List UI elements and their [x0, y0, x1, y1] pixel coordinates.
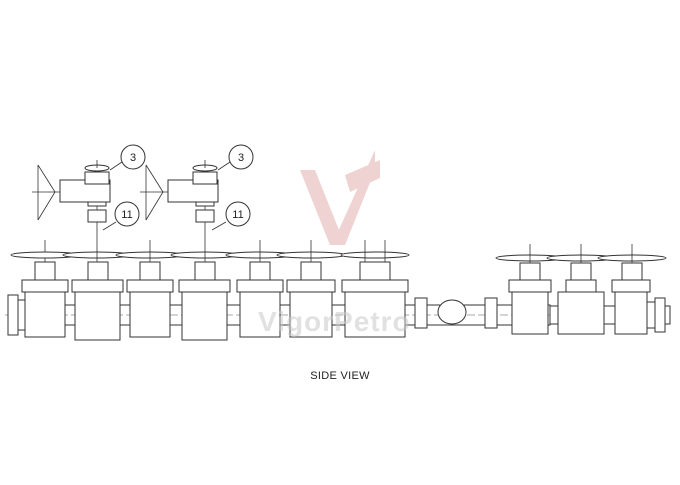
callout-number: 11 [232, 209, 243, 221]
pipe-spools [414, 297, 498, 329]
callout-balloon: 11 [211, 201, 251, 231]
callout-balloon: 11 [102, 201, 140, 231]
callout-balloon: 3 [217, 144, 254, 171]
gate-valve [495, 244, 565, 335]
gate-valve [597, 244, 667, 335]
gate-valve [32, 160, 132, 341]
gate-valve-group-left [10, 160, 410, 341]
callout-number: 3 [130, 152, 136, 164]
gate-valve [115, 240, 185, 338]
gate-valve [225, 240, 295, 338]
gate-valve [340, 240, 410, 338]
callout-number: 3 [238, 152, 244, 164]
callout-balloon: 3 [109, 144, 146, 171]
watermark-text: VigorPetro [258, 306, 411, 337]
gate-valve-group-right [495, 244, 667, 335]
callout-number: 11 [121, 209, 132, 221]
watermark-logo [300, 150, 380, 245]
view-label: SIDE VIEW [310, 370, 370, 382]
